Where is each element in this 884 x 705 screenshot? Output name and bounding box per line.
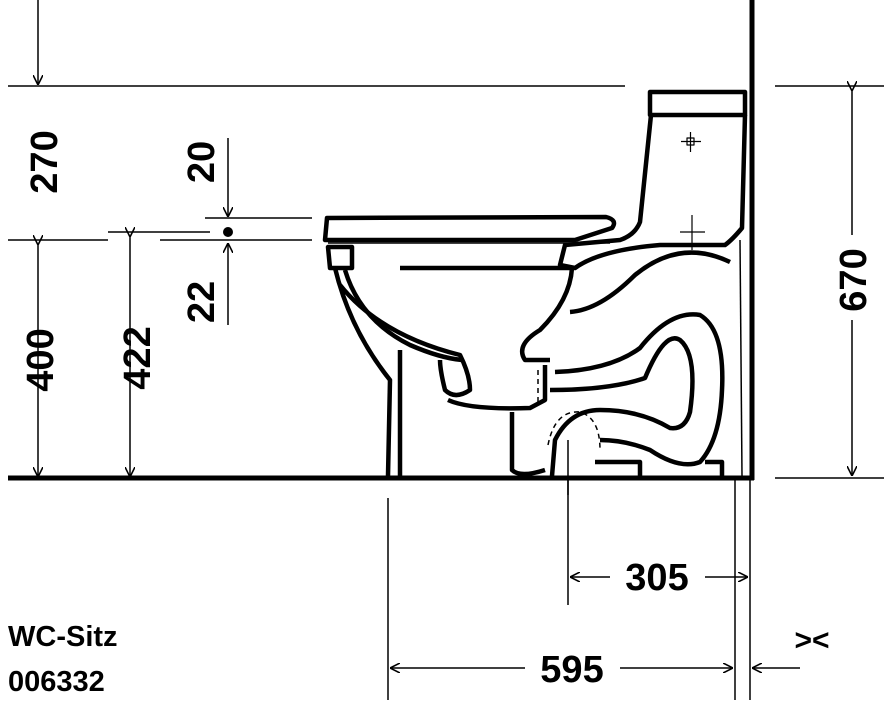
bowl-inner	[342, 269, 463, 476]
dim-270-label: 270	[24, 130, 66, 193]
seat-height-point	[223, 227, 233, 237]
dim-400-label: 400	[20, 328, 62, 391]
dim-422-label: 422	[117, 326, 159, 389]
bowl-outline	[332, 265, 575, 477]
toilet-feet	[595, 459, 725, 476]
dim-305-label: 305	[625, 557, 688, 599]
dim-670-label: 670	[833, 248, 875, 311]
seat-article-number: 006332	[8, 666, 105, 698]
bowl-base	[447, 365, 548, 477]
tank-center-mark	[680, 215, 705, 250]
toilet-lid	[322, 214, 617, 243]
toilet-side-view	[322, 89, 748, 495]
dim-22-label: 22	[181, 281, 223, 323]
tank-side	[739, 239, 743, 477]
dim-20-label: 20	[181, 141, 223, 183]
seat-front-block	[325, 244, 355, 271]
seat-label: WC-Sitz	[8, 621, 118, 653]
trapway-outer	[554, 250, 731, 467]
dim-595-label: 595	[540, 649, 603, 691]
tank-lid	[647, 89, 748, 118]
tank-body	[557, 114, 748, 271]
trapway-inner	[549, 336, 695, 477]
outlet-dashed	[537, 370, 601, 451]
tank-crosshair-icon	[681, 132, 701, 152]
dim-wall-gap-label: ><	[794, 624, 829, 657]
